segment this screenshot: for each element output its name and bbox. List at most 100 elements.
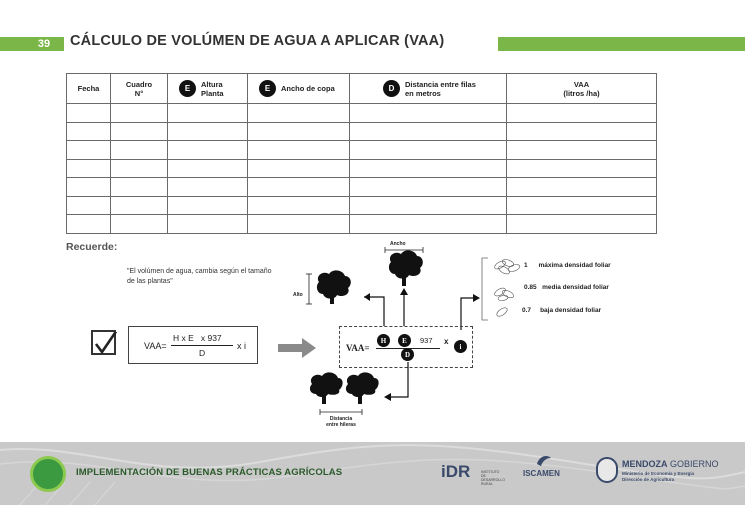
- table-cell[interactable]: [167, 195, 248, 215]
- table-cell[interactable]: [110, 177, 168, 197]
- table-cell[interactable]: [349, 195, 507, 215]
- table-cell[interactable]: [66, 103, 111, 123]
- tree-icon: [345, 372, 379, 404]
- mendoza-title: MENDOZA GOBIERNO: [622, 459, 719, 469]
- table-cell[interactable]: [247, 103, 350, 123]
- table-cell[interactable]: [110, 158, 168, 178]
- table-cell[interactable]: [167, 121, 248, 141]
- table-cell[interactable]: [167, 177, 248, 197]
- table-cell[interactable]: [506, 195, 657, 215]
- table-cell[interactable]: [247, 121, 350, 141]
- formula-suffix: x i: [237, 341, 246, 351]
- formula-denominator: D: [199, 348, 206, 358]
- table-cell[interactable]: [349, 214, 507, 234]
- table-cell[interactable]: [66, 121, 111, 141]
- table-cell[interactable]: [247, 177, 350, 197]
- footer-waves: [0, 444, 745, 505]
- table-cell[interactable]: [167, 214, 248, 234]
- table-cell[interactable]: [110, 214, 168, 234]
- page-number: 39: [37, 38, 51, 50]
- table-cell[interactable]: [110, 195, 168, 215]
- table-row: [66, 140, 657, 160]
- table-row: [66, 158, 657, 178]
- diagram-graphic: [306, 247, 480, 415]
- diagram-formula-box: VAA= 937 x: [339, 326, 473, 368]
- density-low: 0.7 baja densidad foliar: [522, 307, 602, 314]
- density-bracket: [481, 257, 521, 321]
- iscamen-icon: [537, 456, 551, 466]
- label-ancho: Ancho: [390, 241, 406, 247]
- header-left-bar: [0, 37, 64, 51]
- page-title: CÁLCULO DE VOLÚMEN DE AGUA A APLICAR (VA…: [70, 33, 445, 49]
- density-medium: 0.85 media densidad foliar: [524, 284, 609, 291]
- checkbox: [91, 330, 118, 355]
- table-cell[interactable]: [167, 140, 248, 160]
- table-cell[interactable]: [349, 103, 507, 123]
- density-max: 1 máxima densidad foliar: [524, 262, 611, 269]
- right-arrow-icon: [278, 338, 316, 358]
- table-cell[interactable]: [167, 103, 248, 123]
- table-cell[interactable]: [349, 177, 507, 197]
- badge-e-icon: E: [179, 80, 196, 97]
- table-cell[interactable]: [110, 140, 168, 160]
- table-cell[interactable]: [110, 121, 168, 141]
- table-cell[interactable]: [506, 177, 657, 197]
- tree-icon: [316, 270, 351, 304]
- table-cell[interactable]: [66, 177, 111, 197]
- diagram-formula-937: 937: [420, 336, 433, 345]
- badge-d-icon: D: [401, 348, 414, 361]
- table-cell[interactable]: [66, 195, 111, 215]
- leaves-dense-icon: [494, 259, 521, 275]
- table-cell[interactable]: [506, 158, 657, 178]
- tree-icon: [309, 372, 343, 404]
- leaves-low-icon: [496, 307, 508, 317]
- table-cell[interactable]: [167, 158, 248, 178]
- table-cell[interactable]: [247, 158, 350, 178]
- col-vaa: VAA (litros /ha): [506, 73, 657, 104]
- label-distancia: Distancia entre hileras: [326, 416, 356, 428]
- col-cuadro: Cuadro N°: [110, 73, 168, 104]
- badge-i-icon: i: [454, 340, 467, 353]
- formula-box: VAA= H x E x 937 D x i: [128, 326, 258, 364]
- recuerde-quote: "El volúmen de agua, cambia según el tam…: [127, 268, 272, 285]
- badge-h-icon: H: [377, 334, 390, 347]
- table-cell[interactable]: [66, 158, 111, 178]
- table-cell[interactable]: [349, 121, 507, 141]
- badge-e-icon: E: [259, 80, 276, 97]
- table-cell[interactable]: [66, 140, 111, 160]
- badge-e-icon: E: [398, 334, 411, 347]
- table-cell[interactable]: [349, 140, 507, 160]
- table-cell[interactable]: [110, 103, 168, 123]
- table-cell[interactable]: [66, 214, 111, 234]
- table-cell[interactable]: [247, 214, 350, 234]
- checkmark-icon: [94, 332, 118, 355]
- diagram-formula-x: x: [444, 337, 449, 346]
- table-cell[interactable]: [506, 121, 657, 141]
- leaf-logo-icon: [30, 456, 66, 492]
- footer: [0, 442, 745, 505]
- diagram-formula-lhs: VAA=: [346, 343, 370, 353]
- recuerde-label: Recuerde:: [66, 241, 118, 253]
- table-cell[interactable]: [506, 103, 657, 123]
- table-row: [66, 214, 657, 234]
- formula-fraction-line: [171, 345, 233, 346]
- footer-title: IMPLEMENTACIÓN DE BUENAS PRÁCTICAS AGRÍC…: [76, 467, 343, 478]
- table-cell[interactable]: [247, 140, 350, 160]
- table-cell[interactable]: [506, 214, 657, 234]
- table-row: [66, 103, 657, 123]
- table-cell[interactable]: [349, 158, 507, 178]
- leaves-medium-icon: [494, 287, 514, 301]
- table-cell[interactable]: [247, 195, 350, 215]
- col-fecha: Fecha: [66, 73, 111, 104]
- table-cell[interactable]: [506, 140, 657, 160]
- formula-lhs: VAA=: [144, 341, 167, 351]
- idr-subtitle: INSTITUTO DE DESARROLLO RURAL: [481, 470, 505, 486]
- table-row: [66, 177, 657, 197]
- badge-d-icon: D: [383, 80, 400, 97]
